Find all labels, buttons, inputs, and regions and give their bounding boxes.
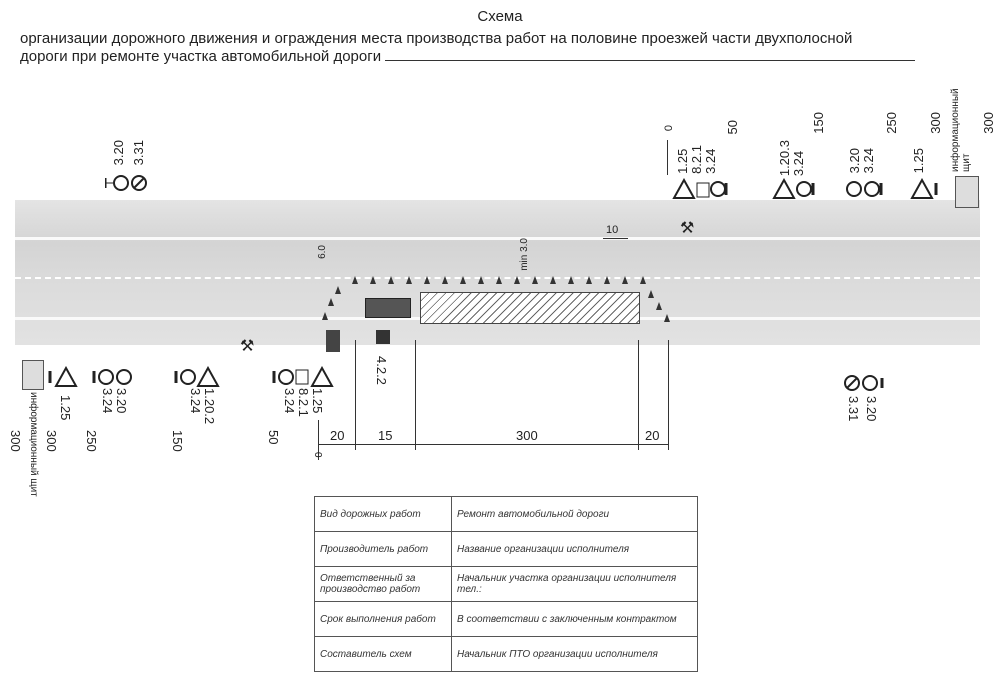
width-label: 6.0 xyxy=(317,245,328,259)
cone-icon xyxy=(514,276,520,284)
dist-label: 300 xyxy=(44,430,59,452)
worker-icon: ⚒ xyxy=(240,338,255,355)
cone-icon xyxy=(568,276,574,284)
dist-label: 50 xyxy=(725,120,740,135)
dim-mark xyxy=(638,340,639,450)
cone-icon xyxy=(640,276,646,284)
cone-icon xyxy=(406,276,412,284)
sign-codes: 3.20 3.24 xyxy=(847,148,876,174)
dist-mark xyxy=(667,140,668,175)
bottom-left-signs-icon xyxy=(48,366,334,387)
dist-label: 250 xyxy=(884,112,899,134)
edge-line-top xyxy=(15,237,980,240)
table-value: Ремонт автомобильной дороги xyxy=(451,496,698,532)
dist-label: 300 xyxy=(8,430,23,452)
sign-codes: 3.20 3.24 xyxy=(100,388,129,414)
work-zone xyxy=(420,292,640,324)
table-key: Вид дорожных работ xyxy=(314,496,452,532)
dim-300: 300 xyxy=(516,428,538,443)
cone-icon xyxy=(550,276,556,284)
dist-label: 250 xyxy=(84,430,99,452)
table-value: В соответствии с заключенным контрактом xyxy=(451,601,698,637)
sign-codes: 1.20.3 3.24 xyxy=(777,140,806,177)
info-board-icon xyxy=(22,360,44,390)
dim-mark xyxy=(415,340,416,450)
dim-zero: 0 xyxy=(312,452,323,458)
cone-icon xyxy=(656,302,662,310)
worker-icon: ⚒ xyxy=(680,220,695,237)
bottom-right-signs-icon xyxy=(844,375,884,391)
dim-mark xyxy=(668,340,669,450)
sign-code: 3.31 xyxy=(846,396,861,422)
taper-label: 10 xyxy=(606,224,619,236)
sign-4-2-2-label: 4.2.2 xyxy=(374,356,389,385)
table-key: Срок выполнения работ xyxy=(314,601,452,637)
min-distance-label: min 3.0 xyxy=(519,238,530,271)
dim-mark xyxy=(355,340,356,450)
sign-4-2-2-icon xyxy=(376,330,390,344)
blank-line xyxy=(385,60,916,61)
subtitle-2-text: дороги при ремонте участка автомобильной… xyxy=(20,48,382,65)
cone-icon xyxy=(496,276,502,284)
dist-label: 0 xyxy=(663,125,675,132)
sign-code: 3.31 xyxy=(131,140,146,166)
table-value: Начальник ПТО организации исполнителя xyxy=(451,636,698,672)
cone-icon xyxy=(478,276,484,284)
table-value: Название организации исполнителя xyxy=(451,531,698,567)
cone-icon xyxy=(532,276,538,284)
sign-codes: 1.20.2 3.24 xyxy=(188,388,217,425)
top-right-signs-icon xyxy=(672,178,938,199)
sign-code: 3.20 xyxy=(111,140,126,166)
title: Схема xyxy=(477,8,523,25)
sign-codes: 1.25 8.2.1 3.24 xyxy=(282,388,325,417)
table-key: Составитель схем xyxy=(314,636,452,672)
cone-icon xyxy=(335,286,341,294)
table-key: Ответственный за производство работ xyxy=(314,566,452,602)
cone-icon xyxy=(664,314,670,322)
info-board-label: информационный щит xyxy=(950,88,972,172)
cone-icon xyxy=(424,276,430,284)
sign-code: 3.20 xyxy=(864,396,879,422)
dim-15: 15 xyxy=(378,428,393,443)
subtitle-2: дороги при ремонте участка автомобильной… xyxy=(20,48,916,65)
dist-label: 300 xyxy=(928,112,943,134)
cone-icon xyxy=(322,312,328,320)
dim-mark xyxy=(318,420,319,460)
sign-codes: 1.25 xyxy=(911,148,926,174)
cone-icon xyxy=(442,276,448,284)
sign-codes: 1.25 8.2.1 3.24 xyxy=(675,145,718,174)
table-key: Производитель работ xyxy=(314,531,452,567)
dim-20: 20 xyxy=(645,428,660,443)
dist-label: 300 xyxy=(981,112,996,134)
top-left-signs-icon xyxy=(105,175,147,191)
sign-codes: 1.25 xyxy=(58,395,73,421)
cone-icon xyxy=(604,276,610,284)
dim-20: 20 xyxy=(330,428,345,443)
cone-icon xyxy=(370,276,376,284)
dist-label: 50 xyxy=(266,430,281,445)
cone-icon xyxy=(586,276,592,284)
info-board-label: информационный щит xyxy=(28,392,39,497)
cone-icon xyxy=(352,276,358,284)
dim-line xyxy=(318,444,668,445)
dist-label: 150 xyxy=(170,430,185,452)
info-board-icon xyxy=(955,176,979,208)
taper-dim xyxy=(603,238,628,239)
cone-icon xyxy=(328,298,334,306)
subtitle-1: организации дорожного движения и огражде… xyxy=(20,30,853,47)
cone-icon xyxy=(388,276,394,284)
barrier-icon xyxy=(326,330,340,352)
cone-icon xyxy=(622,276,628,284)
table-value: Начальник участка организации исполнител… xyxy=(451,566,698,602)
cone-icon xyxy=(648,290,654,298)
truck-icon xyxy=(365,298,411,318)
dist-label: 150 xyxy=(811,112,826,134)
cone-icon xyxy=(460,276,466,284)
